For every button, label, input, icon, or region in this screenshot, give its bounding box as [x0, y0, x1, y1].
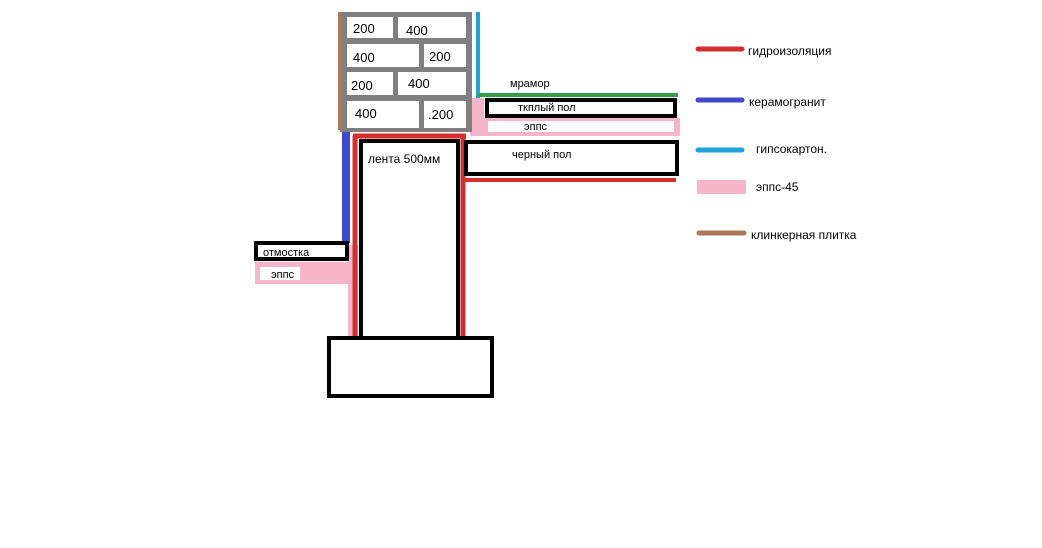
epps-floor-inner-white	[488, 121, 674, 132]
warm-floor-layer	[485, 98, 677, 118]
legend-label: клинкерная плитка	[751, 228, 857, 242]
brick-label: 200	[429, 49, 451, 64]
brick-label: 400	[353, 50, 375, 65]
legend-label: эппс-45	[756, 180, 799, 194]
blind-area-label: отмостка	[263, 247, 310, 259]
strip-foundation	[359, 139, 460, 342]
strip-foundation-label: лента 500мм	[368, 152, 440, 166]
epps-floor-left-layer	[470, 98, 484, 136]
warm-floor-label: ткплый пол	[518, 102, 576, 114]
legend-item-porcelain: керамогранит	[695, 95, 826, 109]
marble-label: мрамор	[510, 78, 550, 90]
legend-item-drywall: гипсокартон.	[695, 142, 827, 156]
brick-label: 400	[408, 76, 430, 91]
rough-floor-label: черный пол	[512, 149, 571, 161]
legend-item-epps: эппс-45	[697, 180, 799, 194]
blind-area-layer	[254, 241, 349, 261]
legend-item-clinker: клинкерная плитка	[696, 228, 857, 242]
legend-item-waterproofing: гидроизоляция	[695, 44, 831, 58]
brick-label: .200	[428, 107, 453, 122]
legend: гидроизоляция керамогранит гипсокартон. …	[695, 44, 857, 242]
foundation-footing	[327, 336, 494, 398]
epps-floor-label: эппс	[524, 121, 548, 133]
legend-label: керамогранит	[749, 95, 826, 109]
epps-ground-label-bg	[260, 267, 300, 280]
waterproofing-lines	[352, 133, 676, 340]
legend-label: гидроизоляция	[748, 44, 831, 58]
brick-wall: 200 400 400 200 200 400 400 .200	[340, 12, 472, 132]
brick-label: 400	[355, 106, 377, 121]
brick-label: 200	[351, 78, 373, 93]
legend-label: гипсокартон.	[756, 142, 827, 156]
epps-ground-label: эппс	[271, 269, 295, 281]
rough-floor-layer	[464, 140, 679, 176]
brick-label: 200	[353, 21, 375, 36]
brick-label: 400	[406, 23, 428, 38]
